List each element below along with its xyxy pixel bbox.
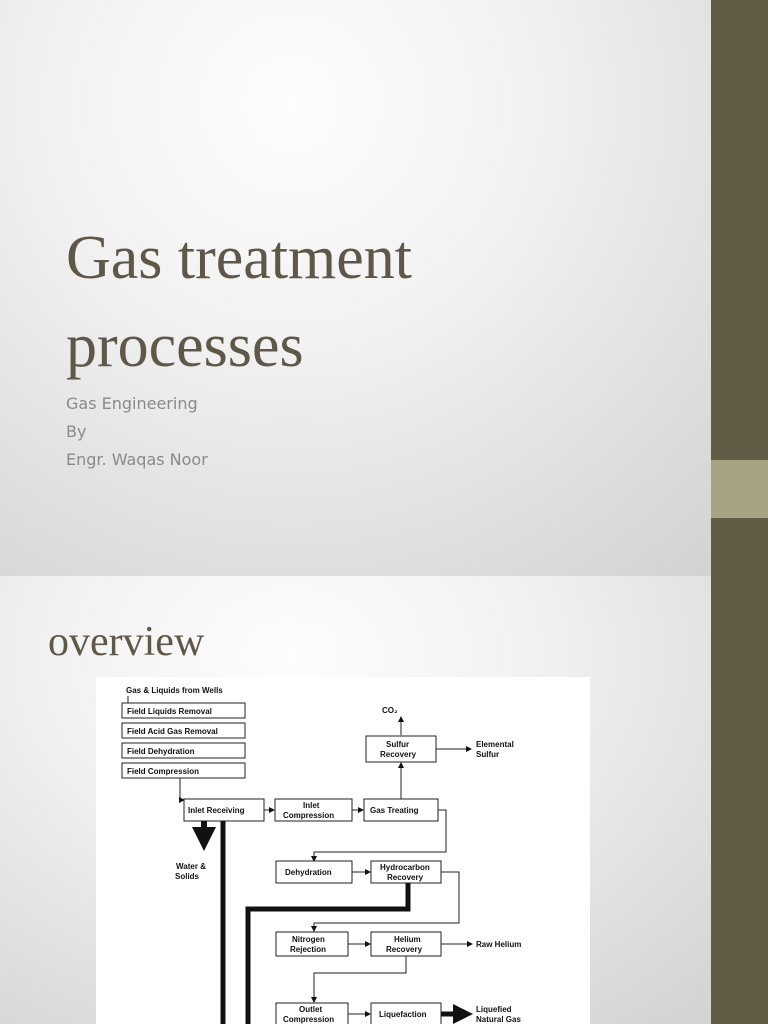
label-water-solids-2: Solids	[175, 872, 200, 881]
overview-heading: overview	[48, 619, 205, 665]
field-steps-stack: Field Liquids Removal Field Acid Gas Rem…	[121, 702, 246, 779]
thick-ngl-line	[245, 883, 411, 1024]
process-flow-svg: Gas & Liquids from Wells Field Liquids R…	[121, 686, 521, 1024]
label-hydrocarbon-recovery-1: Hydrocarbon	[380, 863, 430, 872]
slide-subtitle: Gas Engineering By Engr. Waqas Noor	[66, 390, 208, 474]
label-elemental-sulfur-2: Sulfur	[476, 750, 499, 759]
label-source: Gas & Liquids from Wells	[126, 686, 223, 695]
title-line-2: processes	[66, 312, 304, 380]
slide-background	[0, 0, 768, 576]
title-line-1: Gas treatment	[66, 224, 413, 292]
box-field-dehydration	[121, 742, 246, 759]
subtitle-author: Engr. Waqas Noor	[66, 450, 208, 469]
label-outlet-compression-1: Outlet	[299, 1005, 322, 1014]
connector-hydrocarbon-nitrogen	[311, 871, 460, 932]
label-helium-recovery-1: Helium	[394, 935, 421, 944]
label-outlet-compression-2: Compression	[283, 1015, 334, 1024]
label-lng-1: Liquefied	[476, 1005, 512, 1014]
right-accent-band	[711, 0, 768, 576]
label-sulfur-recovery-1: Sulfur	[386, 740, 409, 749]
accent-band-graphic	[711, 0, 768, 576]
box-field-liquids-removal	[121, 702, 246, 719]
subtitle-course: Gas Engineering	[66, 394, 198, 413]
box-nitrogen-rejection	[275, 931, 349, 957]
label-nitrogen-rejection-2: Rejection	[290, 945, 326, 954]
label-sulfur-recovery-2: Recovery	[380, 750, 417, 759]
label-hydrocarbon-recovery-2: Recovery	[387, 873, 424, 882]
label-field-acid-gas-removal: Field Acid Gas Removal	[127, 727, 218, 736]
label-field-liquids-removal: Field Liquids Removal	[127, 707, 212, 716]
label-water-solids-1: Water &	[176, 862, 206, 871]
label-inlet-receiving: Inlet Receiving	[188, 806, 245, 815]
connector-helium-outlet	[311, 956, 407, 1003]
box-field-compression	[121, 762, 246, 779]
label-nitrogen-rejection-1: Nitrogen	[292, 935, 325, 944]
label-inlet-compression-2: Compression	[283, 811, 334, 820]
band-dark-top	[711, 0, 768, 460]
label-elemental-sulfur-1: Elemental	[476, 740, 514, 749]
label-dehydration: Dehydration	[285, 868, 332, 877]
label-field-dehydration: Field Dehydration	[127, 747, 195, 756]
title-slide: Gas treatment processes Gas Engineering …	[0, 0, 768, 576]
accent-band-graphic	[711, 576, 768, 1024]
box-field-acid-gas-removal	[121, 722, 246, 739]
connector-treating-dehydration	[311, 809, 447, 862]
label-gas-treating: Gas Treating	[370, 806, 419, 815]
overview-slide: overview Gas & Liquids from Wells Field …	[0, 576, 768, 1024]
label-lng-2: Natural Gas	[476, 1015, 521, 1024]
label-raw-helium: Raw Helium	[476, 940, 521, 949]
slide-title: Gas treatment processes	[66, 214, 686, 390]
band-dark-bottom	[711, 518, 768, 576]
label-inlet-compression-1: Inlet	[303, 801, 320, 810]
band-light-block	[711, 460, 768, 518]
label-co2: CO₂	[382, 706, 398, 715]
right-accent-band	[711, 576, 768, 1024]
subtitle-by: By	[66, 422, 87, 441]
label-field-compression: Field Compression	[127, 767, 199, 776]
process-flow-diagram: Gas & Liquids from Wells Field Liquids R…	[96, 677, 590, 1024]
label-liquefaction: Liquefaction	[379, 1010, 427, 1019]
label-helium-recovery-2: Recovery	[386, 945, 423, 954]
band-dark	[711, 576, 768, 1024]
